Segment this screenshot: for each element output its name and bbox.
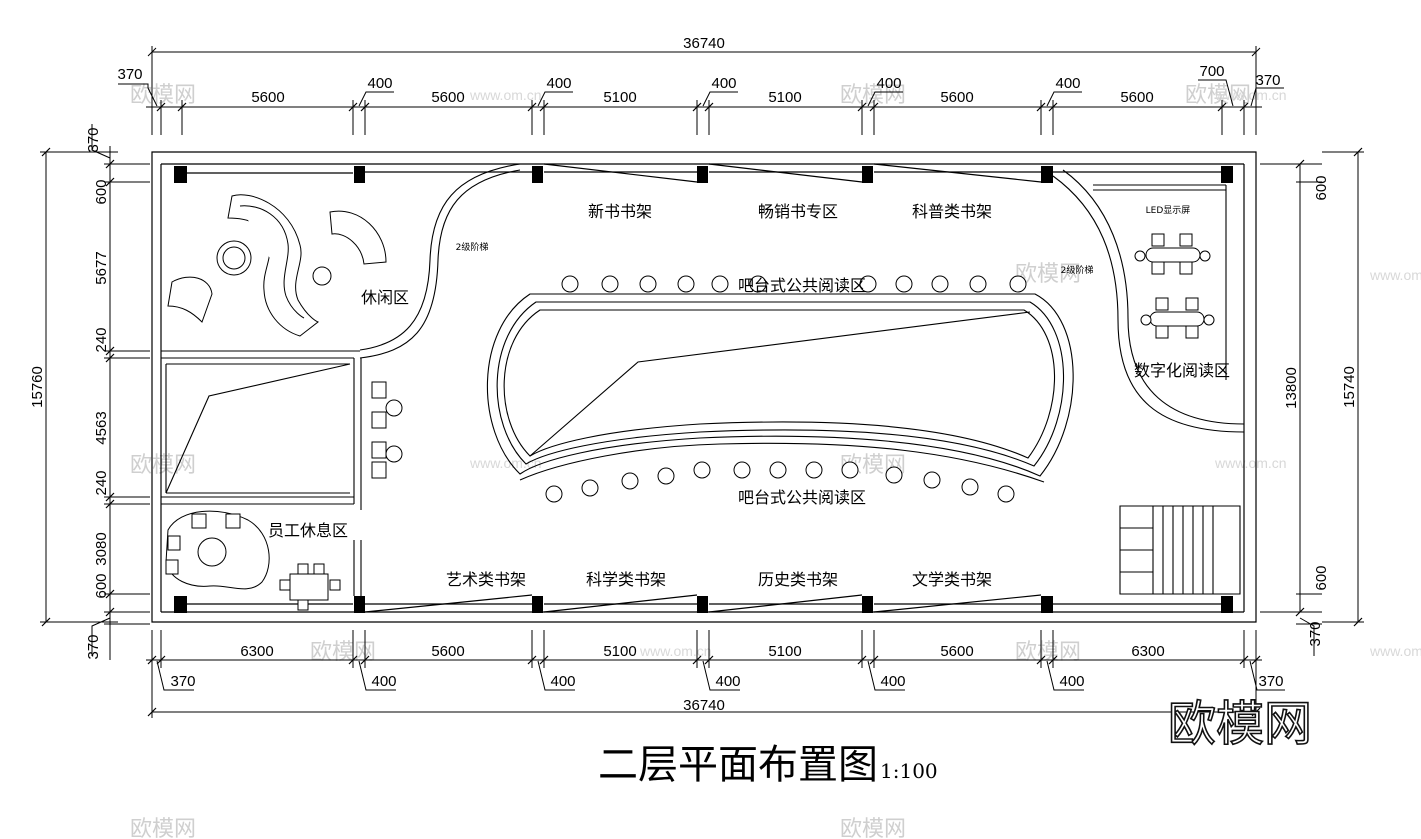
dim-top-4: 400	[546, 75, 571, 92]
dim-right-2: 370	[1307, 621, 1324, 646]
watermark-text: 欧模网	[310, 640, 376, 665]
dim-left-5: 240	[93, 470, 110, 495]
label-popular-science: 科普类书架	[912, 202, 992, 221]
dim-top-3: 5600	[431, 89, 464, 106]
dim-top-2: 400	[367, 75, 392, 92]
watermark-text: 欧模网	[1015, 640, 1081, 665]
dim-right-1: 600	[1313, 565, 1330, 590]
dim-col-6: 370	[1258, 673, 1283, 690]
dim-left-8: 370	[85, 634, 102, 659]
watermark-text: 欧模网	[840, 817, 906, 839]
central-reading-counter	[487, 294, 1073, 482]
watermark-url: www.om.cn	[469, 455, 542, 471]
label-literature-shelf: 文学类书架	[912, 570, 992, 589]
structural-columns	[174, 166, 1233, 613]
label-staff-lounge: 员工休息区	[268, 521, 348, 540]
dim-col-1: 400	[371, 673, 396, 690]
label-leisure-area: 休闲区	[361, 288, 409, 307]
dim-top-12: 700	[1199, 63, 1224, 80]
leisure-sofas	[168, 195, 386, 336]
dim-col-0: 370	[170, 673, 195, 690]
dim-bottom-1: 5600	[431, 643, 464, 660]
label-art-shelf: 艺术类书架	[446, 570, 526, 589]
dim-right-inner: 13800	[1283, 367, 1300, 409]
label-steps-right: 2级阶梯	[1061, 264, 1094, 276]
label-history-shelf: 历史类书架	[758, 570, 838, 589]
watermark-url: www.om.cn	[469, 87, 542, 103]
watermark-url: www.om.cn	[1214, 455, 1287, 471]
label-led-screen: LED显示屏	[1146, 205, 1191, 216]
dimension-labels: 36740 370 5600 400 5600 400 5100 400 510…	[29, 35, 1358, 714]
dim-top-11: 5600	[1120, 89, 1153, 106]
watermark-url: www.om.cn	[1369, 643, 1421, 659]
dim-bottom-4: 5600	[940, 643, 973, 660]
dim-right-0: 600	[1313, 175, 1330, 200]
dim-bottom-0: 6300	[240, 643, 273, 660]
dim-top-overall: 36740	[683, 35, 725, 52]
drawing-title-block: 二层平面布置图 1:100 欧模网	[598, 695, 1313, 788]
dim-left-2: 5677	[93, 251, 110, 284]
watermark-layer: 欧模网 欧模网 欧模网 欧模网 欧模网 欧模网 欧模网 欧模网 欧模网 欧模网 …	[130, 83, 1421, 839]
dimension-ticks	[42, 103, 1362, 716]
dim-top-10: 400	[1055, 75, 1080, 92]
dim-left-7: 600	[93, 573, 110, 598]
room-labels: 休闲区 员工休息区 数字化阅读区 吧台式公共阅读区 吧台式公共阅读区 新书书架 …	[268, 202, 1230, 589]
watermark-url: www.om.cn	[1369, 267, 1421, 283]
digital-reading-tables	[1135, 234, 1214, 338]
dim-top-8: 400	[876, 75, 901, 92]
brand-logo: 欧模网	[1168, 696, 1312, 752]
dimension-lines	[40, 46, 1364, 718]
interior-walls	[161, 164, 1244, 596]
dim-top-9: 5600	[940, 89, 973, 106]
dim-left-0: 370	[85, 127, 102, 152]
dim-top-6: 400	[711, 75, 736, 92]
dim-col-3: 400	[715, 673, 740, 690]
label-bestsellers: 畅销书专区	[758, 202, 838, 221]
label-steps-left: 2级阶梯	[456, 241, 489, 253]
bar-stools-top	[546, 276, 1026, 502]
label-science-shelf: 科学类书架	[586, 570, 666, 589]
dim-bottom-5: 6300	[1131, 643, 1164, 660]
exterior-walls	[152, 152, 1256, 622]
label-digital-reading: 数字化阅读区	[1134, 361, 1230, 380]
watermark-text: 欧模网	[130, 817, 196, 839]
label-new-books: 新书书架	[588, 202, 652, 221]
watermark-url: www.om.cn	[1214, 87, 1287, 103]
dim-col-2: 400	[550, 673, 575, 690]
watermark-text: 欧模网	[1185, 83, 1251, 108]
dim-col-5: 400	[1059, 673, 1084, 690]
watermark-url: www.om.cn	[639, 643, 712, 659]
staff-lounge-furniture	[166, 382, 402, 610]
dim-top-13: 370	[1255, 72, 1280, 89]
dim-top-7: 5100	[768, 89, 801, 106]
dim-left-4: 4563	[93, 411, 110, 444]
dim-left-3: 240	[93, 327, 110, 352]
drawing-scale: 1:100	[880, 759, 938, 783]
watermark-text: 欧模网	[130, 453, 196, 478]
dim-top-1: 5600	[251, 89, 284, 106]
dim-left-overall: 15760	[29, 366, 46, 408]
dim-bottom-overall: 36740	[683, 697, 725, 714]
label-bar-reading-top: 吧台式公共阅读区	[738, 276, 866, 295]
dim-top-5: 5100	[603, 89, 636, 106]
dim-col-4: 400	[880, 673, 905, 690]
dim-top-0: 370	[117, 66, 142, 83]
drawing-title: 二层平面布置图	[598, 742, 878, 788]
dim-left-6: 3080	[93, 532, 110, 565]
dim-right-overall: 15740	[1341, 366, 1358, 408]
dim-left-1: 600	[93, 179, 110, 204]
dim-bottom-2: 5100	[603, 643, 636, 660]
dim-bottom-3: 5100	[768, 643, 801, 660]
label-bar-reading-bottom: 吧台式公共阅读区	[738, 488, 866, 507]
